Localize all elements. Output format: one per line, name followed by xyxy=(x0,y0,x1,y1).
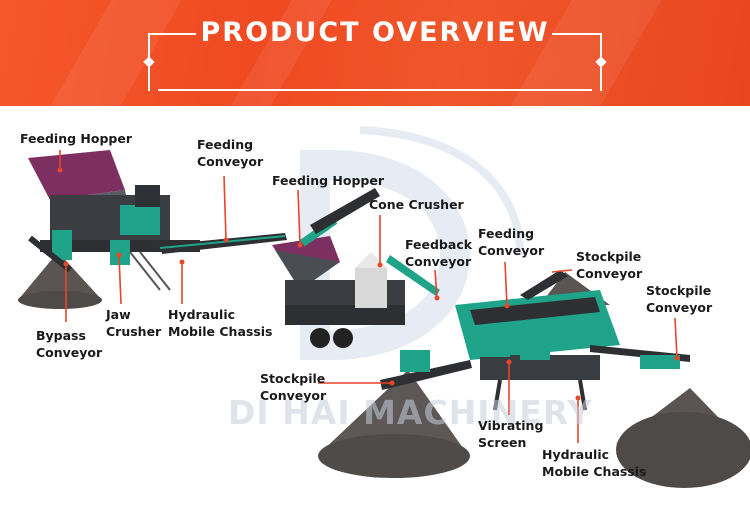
label-feedback-conveyor: Feedback Conveyor xyxy=(405,237,473,269)
cone-crusher-unit xyxy=(272,188,440,348)
frame-right-top xyxy=(552,33,602,35)
page-title: PRODUCT OVERVIEW xyxy=(200,17,550,48)
leader-feedback-conveyor xyxy=(434,269,438,299)
frame-bottom xyxy=(158,89,592,91)
leader-jaw-crusher xyxy=(118,254,122,305)
label-feeding-hopper-2: Feeding Hopper xyxy=(272,173,385,188)
transfer-conveyor xyxy=(160,233,287,254)
label-cone-crusher: Cone Crusher xyxy=(369,197,464,212)
leader-stockpile-conveyor-2 xyxy=(674,317,678,359)
leader-feeding-hopper-2 xyxy=(297,189,301,246)
label-jaw-crusher: Jaw Crusher xyxy=(106,307,162,339)
frame-left-top xyxy=(148,33,196,35)
company-watermark: DI HAI MACHINERY xyxy=(228,393,593,432)
header-banner: PRODUCT OVERVIEW xyxy=(0,0,750,106)
label-stockpile-conveyor-1: Stockpile Conveyor xyxy=(576,249,643,281)
label-vibrating-screen: Vibrating Screen xyxy=(478,418,544,450)
label-bypass-conveyor: Bypass Conveyor xyxy=(36,328,103,360)
leader-lines xyxy=(59,150,678,443)
label-feeding-conveyor-2: Feeding Conveyor xyxy=(478,226,545,258)
screen-unit xyxy=(380,270,690,411)
leader-stockpile-conveyor-1 xyxy=(551,269,573,273)
leader-dots xyxy=(57,167,680,401)
leader-feeding-conveyor-2 xyxy=(504,261,508,307)
stockpile-middle xyxy=(318,370,470,458)
label-feeding-conveyor-1: Feeding Conveyor xyxy=(197,137,264,169)
label-hydraulic-chassis-1: Hydraulic Mobile Chassis xyxy=(168,307,273,339)
label-hydraulic-chassis-2: Hydraulic Mobile Chassis xyxy=(542,447,647,479)
leader-feeding-conveyor-1 xyxy=(223,175,227,241)
label-feeding-hopper-1: Feeding Hopper xyxy=(20,131,133,146)
stockpile-left xyxy=(18,252,102,300)
label-stockpile-conveyor-2: Stockpile Conveyor xyxy=(646,283,713,315)
jaw-crusher-unit xyxy=(28,150,200,291)
label-stockpile-conveyor-3: Stockpile Conveyor xyxy=(260,371,327,403)
